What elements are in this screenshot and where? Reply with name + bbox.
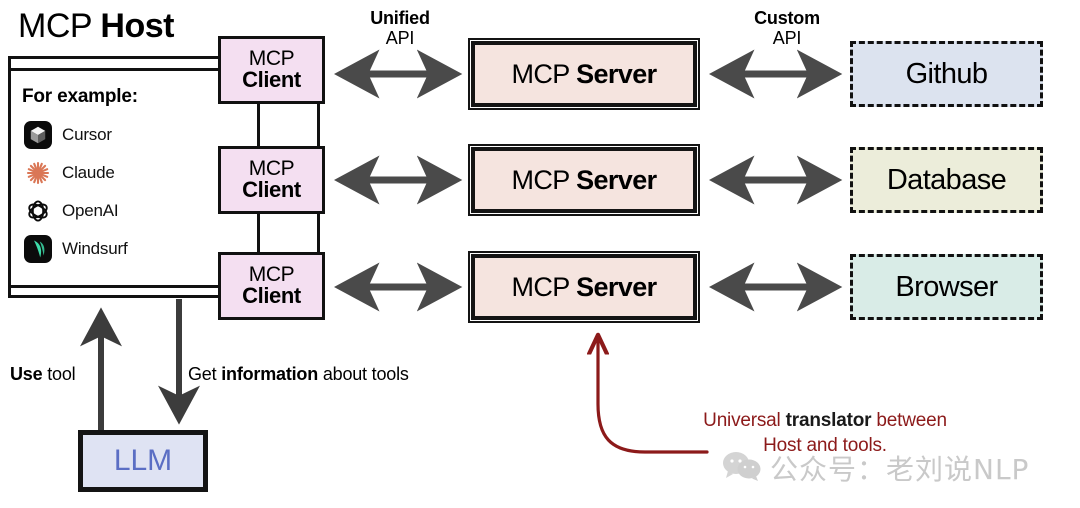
claude-icon xyxy=(24,159,52,187)
use-tool-caption-bold: Use xyxy=(10,364,43,384)
connector-client-2-to-client-3 xyxy=(317,211,320,255)
server-tool-arrows xyxy=(709,49,843,312)
host-example-list: Cursor Claude xyxy=(24,116,214,268)
watermark-text: 公众号：老刘说NLP xyxy=(770,453,1030,486)
mcp-server-box-1[interactable]: MCP Server xyxy=(468,38,700,110)
mcp-server-label-light: MCP xyxy=(511,271,577,302)
unified-api-label-plain: API xyxy=(385,28,415,49)
client-server-arrows xyxy=(334,49,463,312)
connector-host-to-client-3 xyxy=(8,285,220,288)
unified-api-label: Unified API xyxy=(330,8,470,48)
get-info-caption-pre: Get xyxy=(188,364,222,384)
host-title-bold: Host xyxy=(100,7,174,45)
list-item-cursor[interactable]: Cursor xyxy=(24,116,214,154)
host-title-light: MCP xyxy=(18,7,101,45)
annotation-line1-pre: Universal xyxy=(703,410,786,431)
mcp-client-box-1[interactable]: MCP Client xyxy=(218,36,325,104)
custom-api-label-plain: API xyxy=(772,28,802,49)
tool-box-database[interactable]: Database xyxy=(850,147,1043,213)
translator-annotation: Universal translator between Host and to… xyxy=(660,408,990,458)
tool-label: Github xyxy=(905,57,988,90)
use-tool-caption: Use tool xyxy=(10,364,76,385)
mcp-client-box-2[interactable]: MCP Client xyxy=(218,146,325,214)
mcp-server-box-3[interactable]: MCP Server xyxy=(468,251,700,323)
use-tool-caption-plain: tool xyxy=(42,364,76,384)
windsurf-icon xyxy=(24,235,52,263)
mcp-client-box-3[interactable]: MCP Client xyxy=(218,252,325,320)
wechat-icon xyxy=(722,450,762,487)
mcp-server-label-light: MCP xyxy=(511,58,577,89)
tool-box-github[interactable]: Github xyxy=(850,41,1043,107)
mcp-client-label-line1: MCP xyxy=(248,46,295,70)
unified-api-label-bold: Unified xyxy=(370,8,430,28)
for-example-label: For example: xyxy=(22,86,138,107)
annotation-line2: Host and tools. xyxy=(763,435,887,456)
list-item-claude[interactable]: Claude xyxy=(24,154,214,192)
mcp-server-box-2[interactable]: MCP Server xyxy=(468,144,700,216)
connector-client-1-to-client-2 xyxy=(317,101,320,149)
mcp-server-label-bold: Server xyxy=(576,58,657,89)
list-item-label: OpenAI xyxy=(62,201,119,220)
get-info-caption-bold: information xyxy=(221,364,319,384)
mcp-client-label-line2: Client xyxy=(242,283,301,309)
tool-label: Database xyxy=(886,163,1007,196)
tool-box-browser[interactable]: Browser xyxy=(850,254,1043,320)
get-info-caption-post: about tools xyxy=(318,364,409,384)
custom-api-label-bold: Custom xyxy=(754,8,820,28)
annotation-line1-post: between xyxy=(871,410,947,431)
list-item-windsurf[interactable]: Windsurf xyxy=(24,230,214,268)
tool-label: Browser xyxy=(895,270,998,303)
mcp-client-label-line2: Client xyxy=(242,177,301,203)
connector-host-to-client-1 xyxy=(8,68,220,71)
openai-icon xyxy=(24,197,52,225)
llm-box[interactable]: LLM xyxy=(78,430,208,492)
mcp-client-label-line2: Client xyxy=(242,67,301,93)
list-item-openai[interactable]: OpenAI xyxy=(24,192,214,230)
custom-api-label: Custom API xyxy=(722,8,852,48)
mcp-client-label-line1: MCP xyxy=(248,156,295,180)
list-item-label: Windsurf xyxy=(62,239,128,258)
mcp-client-label-line1: MCP xyxy=(248,262,295,286)
list-item-label: Cursor xyxy=(62,125,112,144)
annotation-line1-bold: translator xyxy=(785,410,872,431)
mcp-server-label-bold: Server xyxy=(576,164,657,195)
cursor-icon xyxy=(24,121,52,149)
page-title: MCP Host xyxy=(14,6,178,46)
mcp-server-label-bold: Server xyxy=(576,271,657,302)
mcp-server-label-light: MCP xyxy=(511,164,577,195)
get-information-caption: Get information about tools xyxy=(188,364,409,385)
watermark: 公众号：老刘说NLP xyxy=(722,448,1029,488)
llm-label: LLM xyxy=(113,444,173,477)
list-item-label: Claude xyxy=(62,163,115,182)
